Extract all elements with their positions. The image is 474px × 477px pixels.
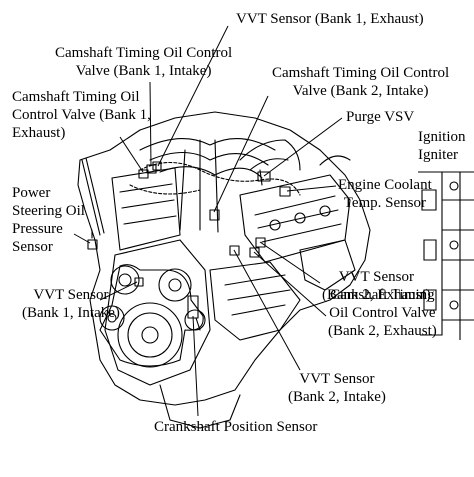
purge-vsv-body (257, 171, 271, 182)
label-text: Control Valve (Bank 1, (12, 107, 151, 123)
cylinder-head-bank1 (111, 167, 181, 251)
label-crank: Crankshaft Position Sensor (154, 418, 317, 436)
leader-ocv-b1-exhaust (119, 136, 144, 173)
alternator-pulley (158, 268, 192, 302)
label-text: Camshaft Timing (330, 287, 435, 303)
label-text: Camshaft Timing Oil Control (55, 45, 233, 61)
label-text: Camshaft Timing Oil Control (272, 65, 450, 81)
leader-ps-sensor (73, 233, 91, 244)
label-text: (Bank 2, Intake) (288, 389, 386, 405)
label-ocv-b1-exhaust: Camshaft Timing Oil Control Valve (Bank … (12, 88, 151, 142)
timing-cover (104, 239, 211, 386)
drive-belt (99, 264, 204, 367)
dipstick (81, 157, 105, 236)
label-text: (Bank 1, Intake) (22, 305, 120, 321)
intake-manifold (139, 138, 276, 179)
label-text: Engine Coolant (338, 177, 432, 193)
label-text: Ignition (418, 129, 466, 145)
crank-pulley (117, 302, 183, 368)
label-ocv-b2-exhaust: Camshaft Timing Oil Control Valve (Bank … (328, 286, 437, 340)
leader-ocv-b1-intake (149, 81, 152, 167)
label-ocv-b1-intake: Camshaft Timing Oil Control Valve (Bank … (55, 44, 232, 80)
label-text: Igniter (418, 147, 458, 163)
leader-ocv-b2-intake (213, 95, 269, 213)
leader-vvt-b2-intake (233, 249, 301, 371)
leader-vvt-b1-exhaust (157, 25, 229, 167)
ocv-b2-exhaust-connector (249, 247, 260, 258)
oil-pan (159, 384, 241, 429)
label-text: Temp. Sensor (343, 195, 427, 211)
label-text: Oil Control Valve (329, 305, 436, 321)
label-text: (Bank 2, Exhaust) (322, 287, 431, 303)
vvt-b2-intake-connector (229, 245, 240, 256)
vvt-b2-exhaust-connector (255, 237, 266, 248)
label-purge-vsv: Purge VSV (346, 108, 414, 126)
label-text: VVT Sensor (299, 371, 375, 387)
leader-vvt-b1-intake (99, 281, 138, 301)
leader-purge-vsv (263, 117, 343, 177)
label-text: Valve (Bank 2, Intake) (292, 83, 429, 99)
label-vvt-b2-intake: VVT Sensor (Bank 2, Intake) (288, 370, 386, 406)
label-text: VVT Sensor (338, 269, 414, 285)
leader-ocv-b2-exhaust (253, 251, 327, 317)
ocv-b1-exhaust-connector (138, 169, 149, 179)
ps-sensor-body (87, 239, 98, 250)
label-text: (Bank 2, Exhaust) (328, 323, 437, 339)
label-text: Valve (Bank 1, Intake) (75, 63, 212, 79)
label-text: Purge VSV (346, 109, 415, 125)
label-text: Steering Oil (12, 203, 85, 219)
label-text: VVT Sensor (Bank 1, Exhaust) (236, 11, 424, 27)
label-vvt-b2-exhaust: VVT Sensor (Bank 2, Exhaust) (322, 268, 431, 304)
label-text: Power (12, 185, 51, 201)
engine-outline (77, 111, 371, 406)
label-text: Sensor (12, 239, 53, 255)
label-ocv-b2-intake: Camshaft Timing Oil Control Valve (Bank … (272, 64, 449, 100)
label-text: Pressure (12, 221, 63, 237)
leader-coolant (286, 185, 337, 192)
label-text: Crankshaft Position Sensor (154, 419, 318, 435)
ocv-b1-intake-connector (146, 164, 157, 174)
ignition-assembly-illustration (418, 171, 474, 340)
leader-vvt-b2-exhaust (259, 241, 321, 284)
label-ps-sensor: Power Steering Oil Pressure Sensor (12, 184, 85, 256)
label-ignition: Ignition Igniter (418, 128, 466, 164)
label-text: VVT Sensor (33, 287, 109, 303)
label-vvt-b1-exhaust: VVT Sensor (Bank 1, Exhaust) (236, 10, 424, 28)
coolant-sensor-body (279, 186, 291, 197)
wire-harness (139, 162, 301, 196)
label-text: Camshaft Timing Oil (12, 89, 140, 105)
vvt-b1-intake-connector (134, 277, 144, 287)
vvt-b1-exhaust-connector (152, 161, 162, 171)
label-coolant: Engine Coolant Temp. Sensor (338, 176, 432, 212)
label-text: Exhaust) (12, 125, 66, 141)
leader-crank (192, 315, 199, 417)
idler-pulley (110, 265, 140, 295)
label-vvt-b1-intake: VVT Sensor (Bank 1, Intake) (22, 286, 120, 322)
